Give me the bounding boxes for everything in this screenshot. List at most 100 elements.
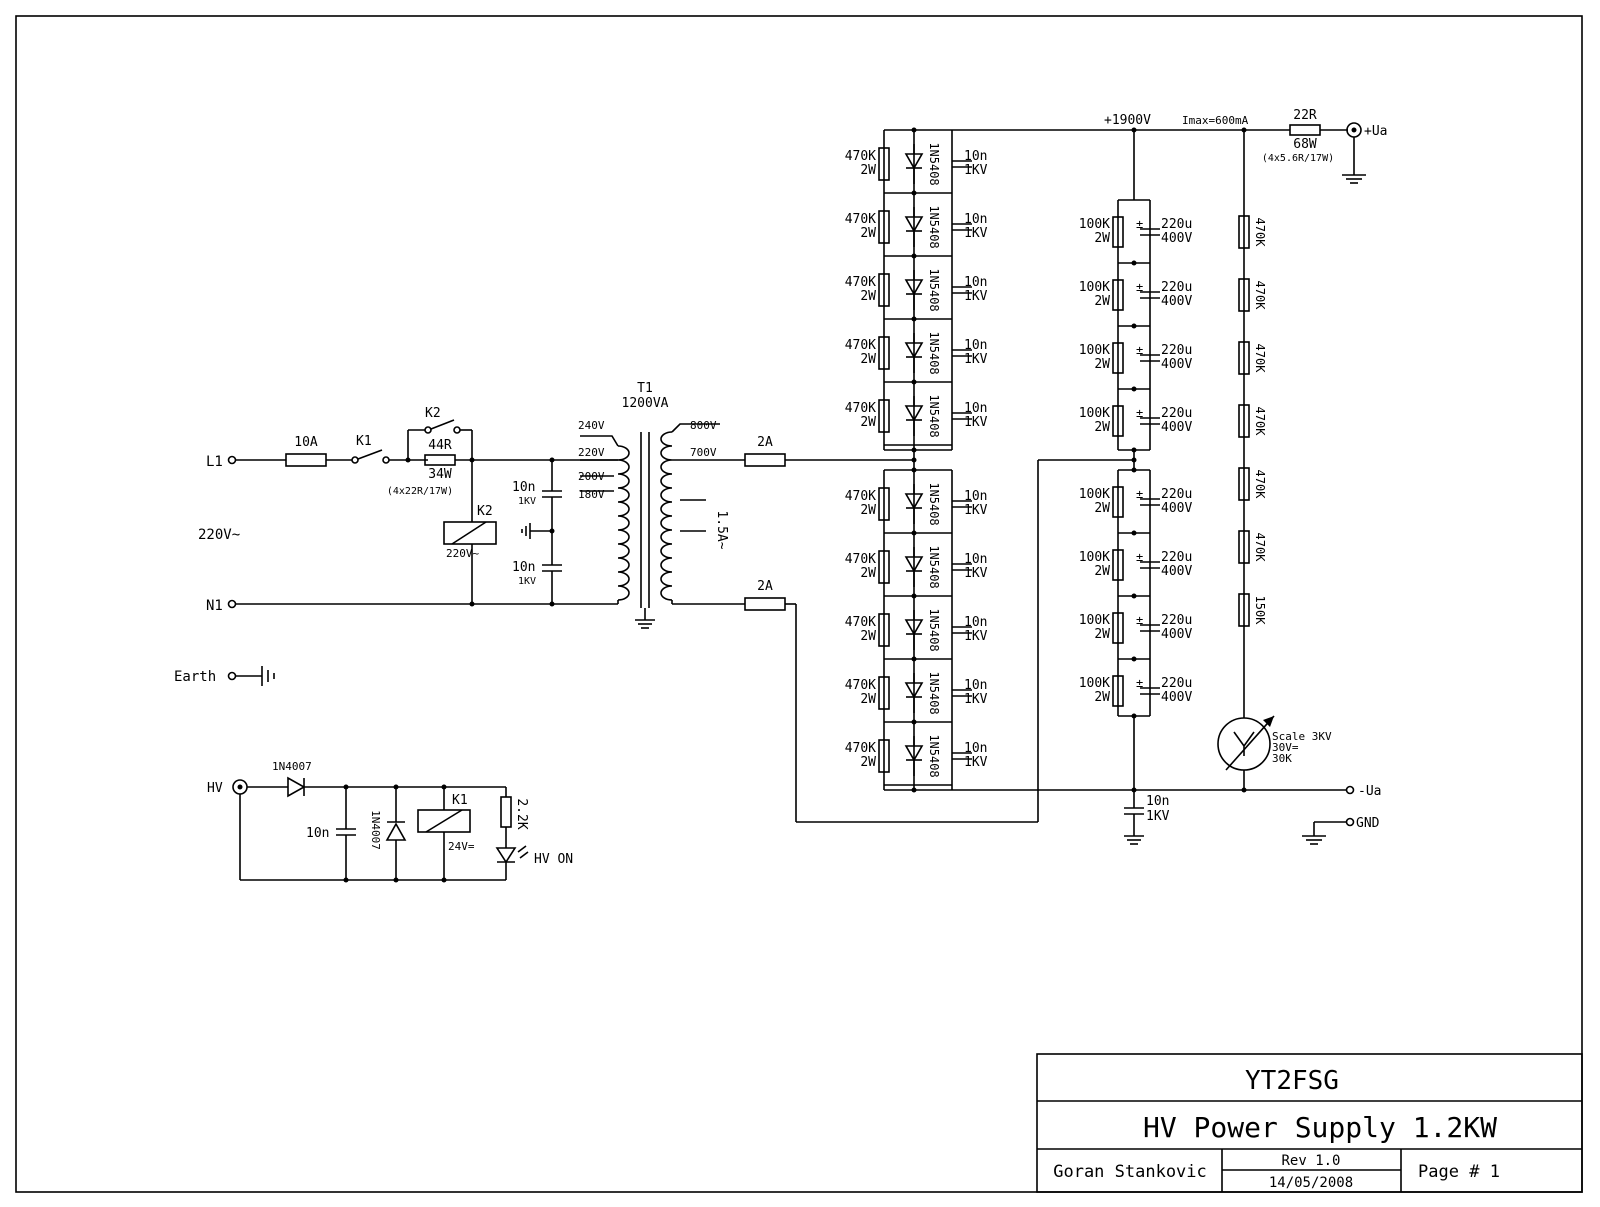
svg-text:400V: 400V (1161, 690, 1192, 705)
svg-text:470K: 470K (1253, 533, 1267, 563)
label-hv-on: HV ON (534, 852, 573, 867)
svg-text:1KV: 1KV (964, 755, 988, 770)
svg-text:2W: 2W (1094, 420, 1110, 435)
svg-text:100K: 100K (1079, 550, 1110, 565)
divider-resistor: 470K (1238, 467, 1267, 501)
svg-text:470K: 470K (845, 489, 876, 504)
svg-text:220u: 220u (1161, 676, 1192, 691)
output-section: +1900V Imax=600mA 22R 68W (4x5.6R/17W) +… (1104, 108, 1387, 845)
svg-text:±: ± (1136, 487, 1143, 501)
svg-text:470K: 470K (845, 741, 876, 756)
svg-text:44R: 44R (428, 438, 452, 453)
svg-text:470K: 470K (845, 338, 876, 353)
svg-text:GND: GND (1356, 816, 1380, 831)
svg-text:1N5408: 1N5408 (927, 608, 941, 651)
svg-text:+Ua: +Ua (1364, 124, 1387, 139)
svg-text:2W: 2W (1094, 501, 1110, 516)
svg-text:2W: 2W (1094, 294, 1110, 309)
svg-text:2W: 2W (860, 503, 876, 518)
svg-text:2W: 2W (860, 226, 876, 241)
svg-text:1N5408: 1N5408 (927, 734, 941, 777)
svg-text:470K: 470K (845, 678, 876, 693)
svg-text:100K: 100K (1079, 406, 1110, 421)
svg-text:470K: 470K (1253, 281, 1267, 311)
relay-k2-coil (443, 521, 497, 545)
svg-text:1N5408: 1N5408 (927, 545, 941, 588)
svg-text:470K: 470K (845, 401, 876, 416)
title-author: Goran Stankovic (1053, 1162, 1207, 1182)
svg-text:1N5408: 1N5408 (927, 482, 941, 525)
svg-text:10n: 10n (964, 149, 987, 164)
svg-text:1KV: 1KV (964, 289, 988, 304)
svg-text:470K: 470K (845, 149, 876, 164)
svg-text:±: ± (1136, 550, 1143, 564)
svg-text:±: ± (1136, 613, 1143, 627)
svg-text:1N5408: 1N5408 (927, 331, 941, 374)
svg-text:1KV: 1KV (964, 503, 988, 518)
svg-text:10n: 10n (306, 826, 329, 841)
divider-resistor: 470K (1238, 278, 1267, 312)
svg-text:10n: 10n (512, 560, 535, 575)
svg-text:100K: 100K (1079, 280, 1110, 295)
svg-text:2W: 2W (1094, 231, 1110, 246)
svg-text:2W: 2W (1094, 627, 1110, 642)
svg-text:470K: 470K (1253, 470, 1267, 500)
svg-text:100K: 100K (1079, 676, 1110, 691)
title-date: 14/05/2008 (1269, 1175, 1353, 1191)
svg-text:100K: 100K (1079, 217, 1110, 232)
svg-text:(4x22R/17W): (4x22R/17W) (387, 486, 453, 497)
svg-text:2W: 2W (860, 289, 876, 304)
svg-text:±: ± (1136, 343, 1143, 357)
svg-text:2.2K: 2.2K (514, 798, 529, 829)
svg-text:1KV: 1KV (964, 566, 988, 581)
svg-text:1N4007: 1N4007 (272, 760, 312, 773)
voltmeter (1217, 717, 1271, 771)
k2-contact-label: K2 (425, 406, 441, 421)
divider-resistor: 150K (1238, 593, 1267, 627)
svg-text:220u: 220u (1161, 550, 1192, 565)
svg-text:150K: 150K (1253, 596, 1267, 626)
svg-text:220u: 220u (1161, 613, 1192, 628)
title-revision: Rev 1.0 (1281, 1153, 1340, 1169)
svg-text:1KV: 1KV (964, 226, 988, 241)
svg-text:100K: 100K (1079, 487, 1110, 502)
svg-text:400V: 400V (1161, 501, 1192, 516)
svg-text:470K: 470K (845, 275, 876, 290)
svg-text:400V: 400V (1161, 627, 1192, 642)
svg-text:1KV: 1KV (964, 352, 988, 367)
svg-text:700V: 700V (690, 446, 717, 459)
title-main: HV Power Supply 1.2KW (1143, 1111, 1497, 1144)
svg-text:10n: 10n (964, 489, 987, 504)
svg-text:30K: 30K (1272, 752, 1292, 765)
rectifier-stack: 470K2W10n1KV1N5408470K2W10n1KV1N5408470K… (845, 127, 1346, 793)
svg-text:2A: 2A (757, 579, 773, 594)
svg-text:2W: 2W (860, 352, 876, 367)
svg-text:100K: 100K (1079, 613, 1110, 628)
svg-text:10n: 10n (964, 615, 987, 630)
svg-text:1.5A~: 1.5A~ (714, 510, 729, 549)
svg-text:470K: 470K (1253, 218, 1267, 248)
svg-text:2W: 2W (860, 415, 876, 430)
primary-capacitors: 10n 1KV 10n 1KV (512, 457, 562, 607)
svg-text:180V: 180V (578, 488, 605, 501)
svg-text:68W: 68W (1293, 137, 1317, 152)
svg-text:2W: 2W (860, 629, 876, 644)
svg-text:HV: HV (207, 781, 223, 796)
svg-text:1KV: 1KV (518, 576, 536, 587)
filter-stack: 10n 1KV 100K2W±220u400V100K2W±220u400V10… (1079, 127, 1192, 845)
svg-text:400V: 400V (1161, 420, 1192, 435)
hv-control-circuit: HV 1N4007 10n 1N4007 K1 24V= 2. (207, 760, 573, 883)
transformer-t1: T1 1200VA 240V 220V 200V 180V 800V 700V … (578, 381, 1134, 823)
svg-text:1KV: 1KV (1146, 809, 1170, 824)
fuse-2a-bottom (744, 597, 786, 611)
svg-text:2W: 2W (860, 692, 876, 707)
